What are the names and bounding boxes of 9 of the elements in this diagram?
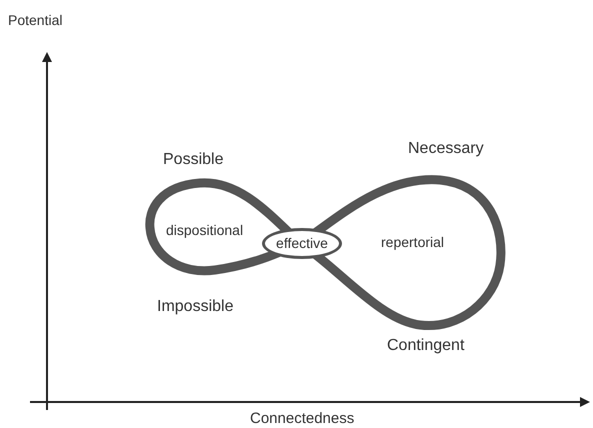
loop-label: Impossible	[157, 297, 234, 317]
loop-label: Contingent	[387, 336, 464, 356]
ellipse-node: effective	[262, 228, 342, 259]
region-label: repertorial	[381, 234, 444, 252]
axis-label: Potential	[8, 12, 62, 30]
axis-label: Connectedness	[250, 410, 354, 428]
loop-label: Necessary	[408, 139, 484, 159]
loop-label: Possible	[163, 150, 224, 170]
region-label: dispositional	[166, 222, 244, 240]
